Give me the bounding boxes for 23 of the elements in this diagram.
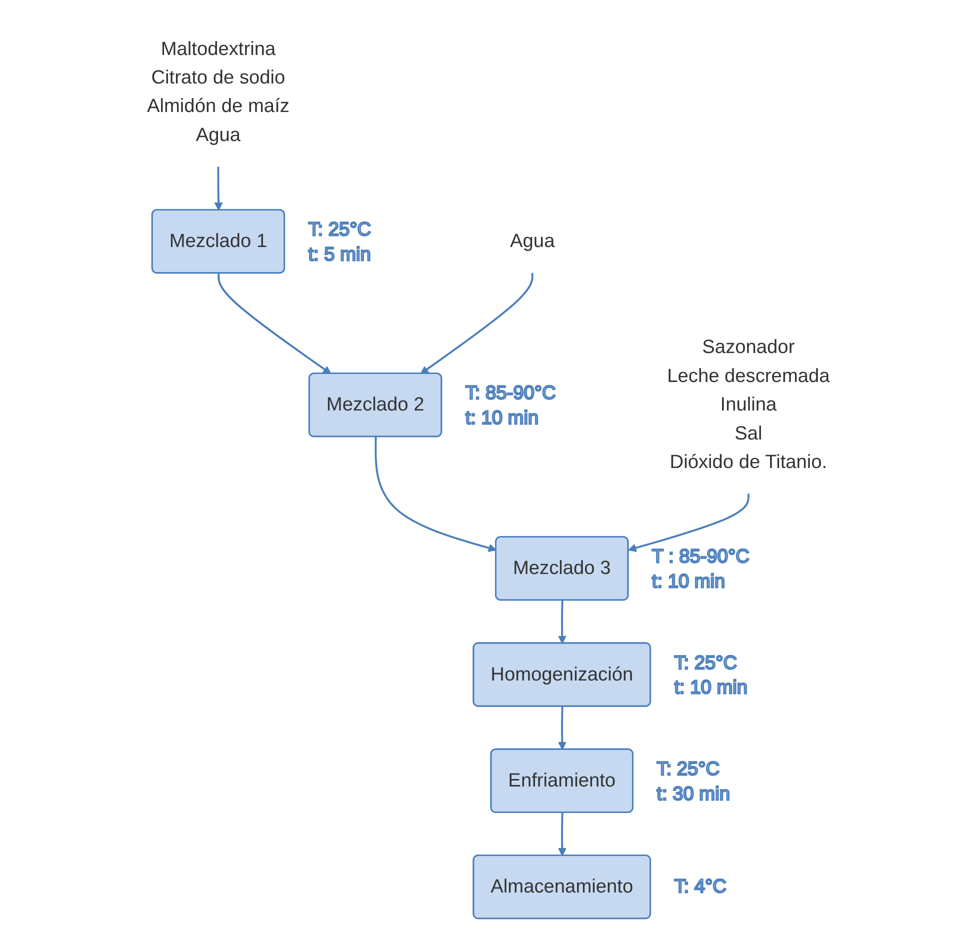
process-conditions: T: 85-90°C t: 10 min	[465, 382, 556, 428]
process-conditions: T : 85-90°C t: 10 min	[652, 546, 750, 592]
arrow	[628, 493, 750, 552]
arrow	[214, 166, 223, 210]
process-conditions: T: 25°C t: 10 min	[674, 652, 748, 698]
node-text: Maltodextrina Citrato de sodio Almidón de maíz Agua	[147, 38, 290, 146]
node-label: Mezclado 2	[326, 394, 424, 415]
process-conditions: T: 4°C	[674, 876, 727, 898]
arrow	[420, 272, 534, 374]
node-text: Agua	[510, 230, 555, 252]
process-conditions: T: 25°C t: 5 min	[308, 219, 372, 265]
node-label: Enfriamiento	[508, 770, 616, 791]
node-label: Mezclado 3	[513, 557, 611, 578]
node-label: Homogenización	[490, 664, 634, 685]
node-label: Mezclado 1	[169, 230, 268, 252]
arrow	[558, 706, 566, 750]
arrow	[218, 272, 332, 374]
node-label: Almacenamiento	[490, 876, 634, 897]
arrow	[558, 812, 566, 856]
arrow	[558, 600, 566, 644]
arrow	[374, 436, 497, 552]
process-conditions: T: 25°C t: 30 min	[656, 758, 730, 804]
node-text: Sazonador Leche descremada Inulina Sal Dióxido de Titanio.	[667, 336, 830, 472]
